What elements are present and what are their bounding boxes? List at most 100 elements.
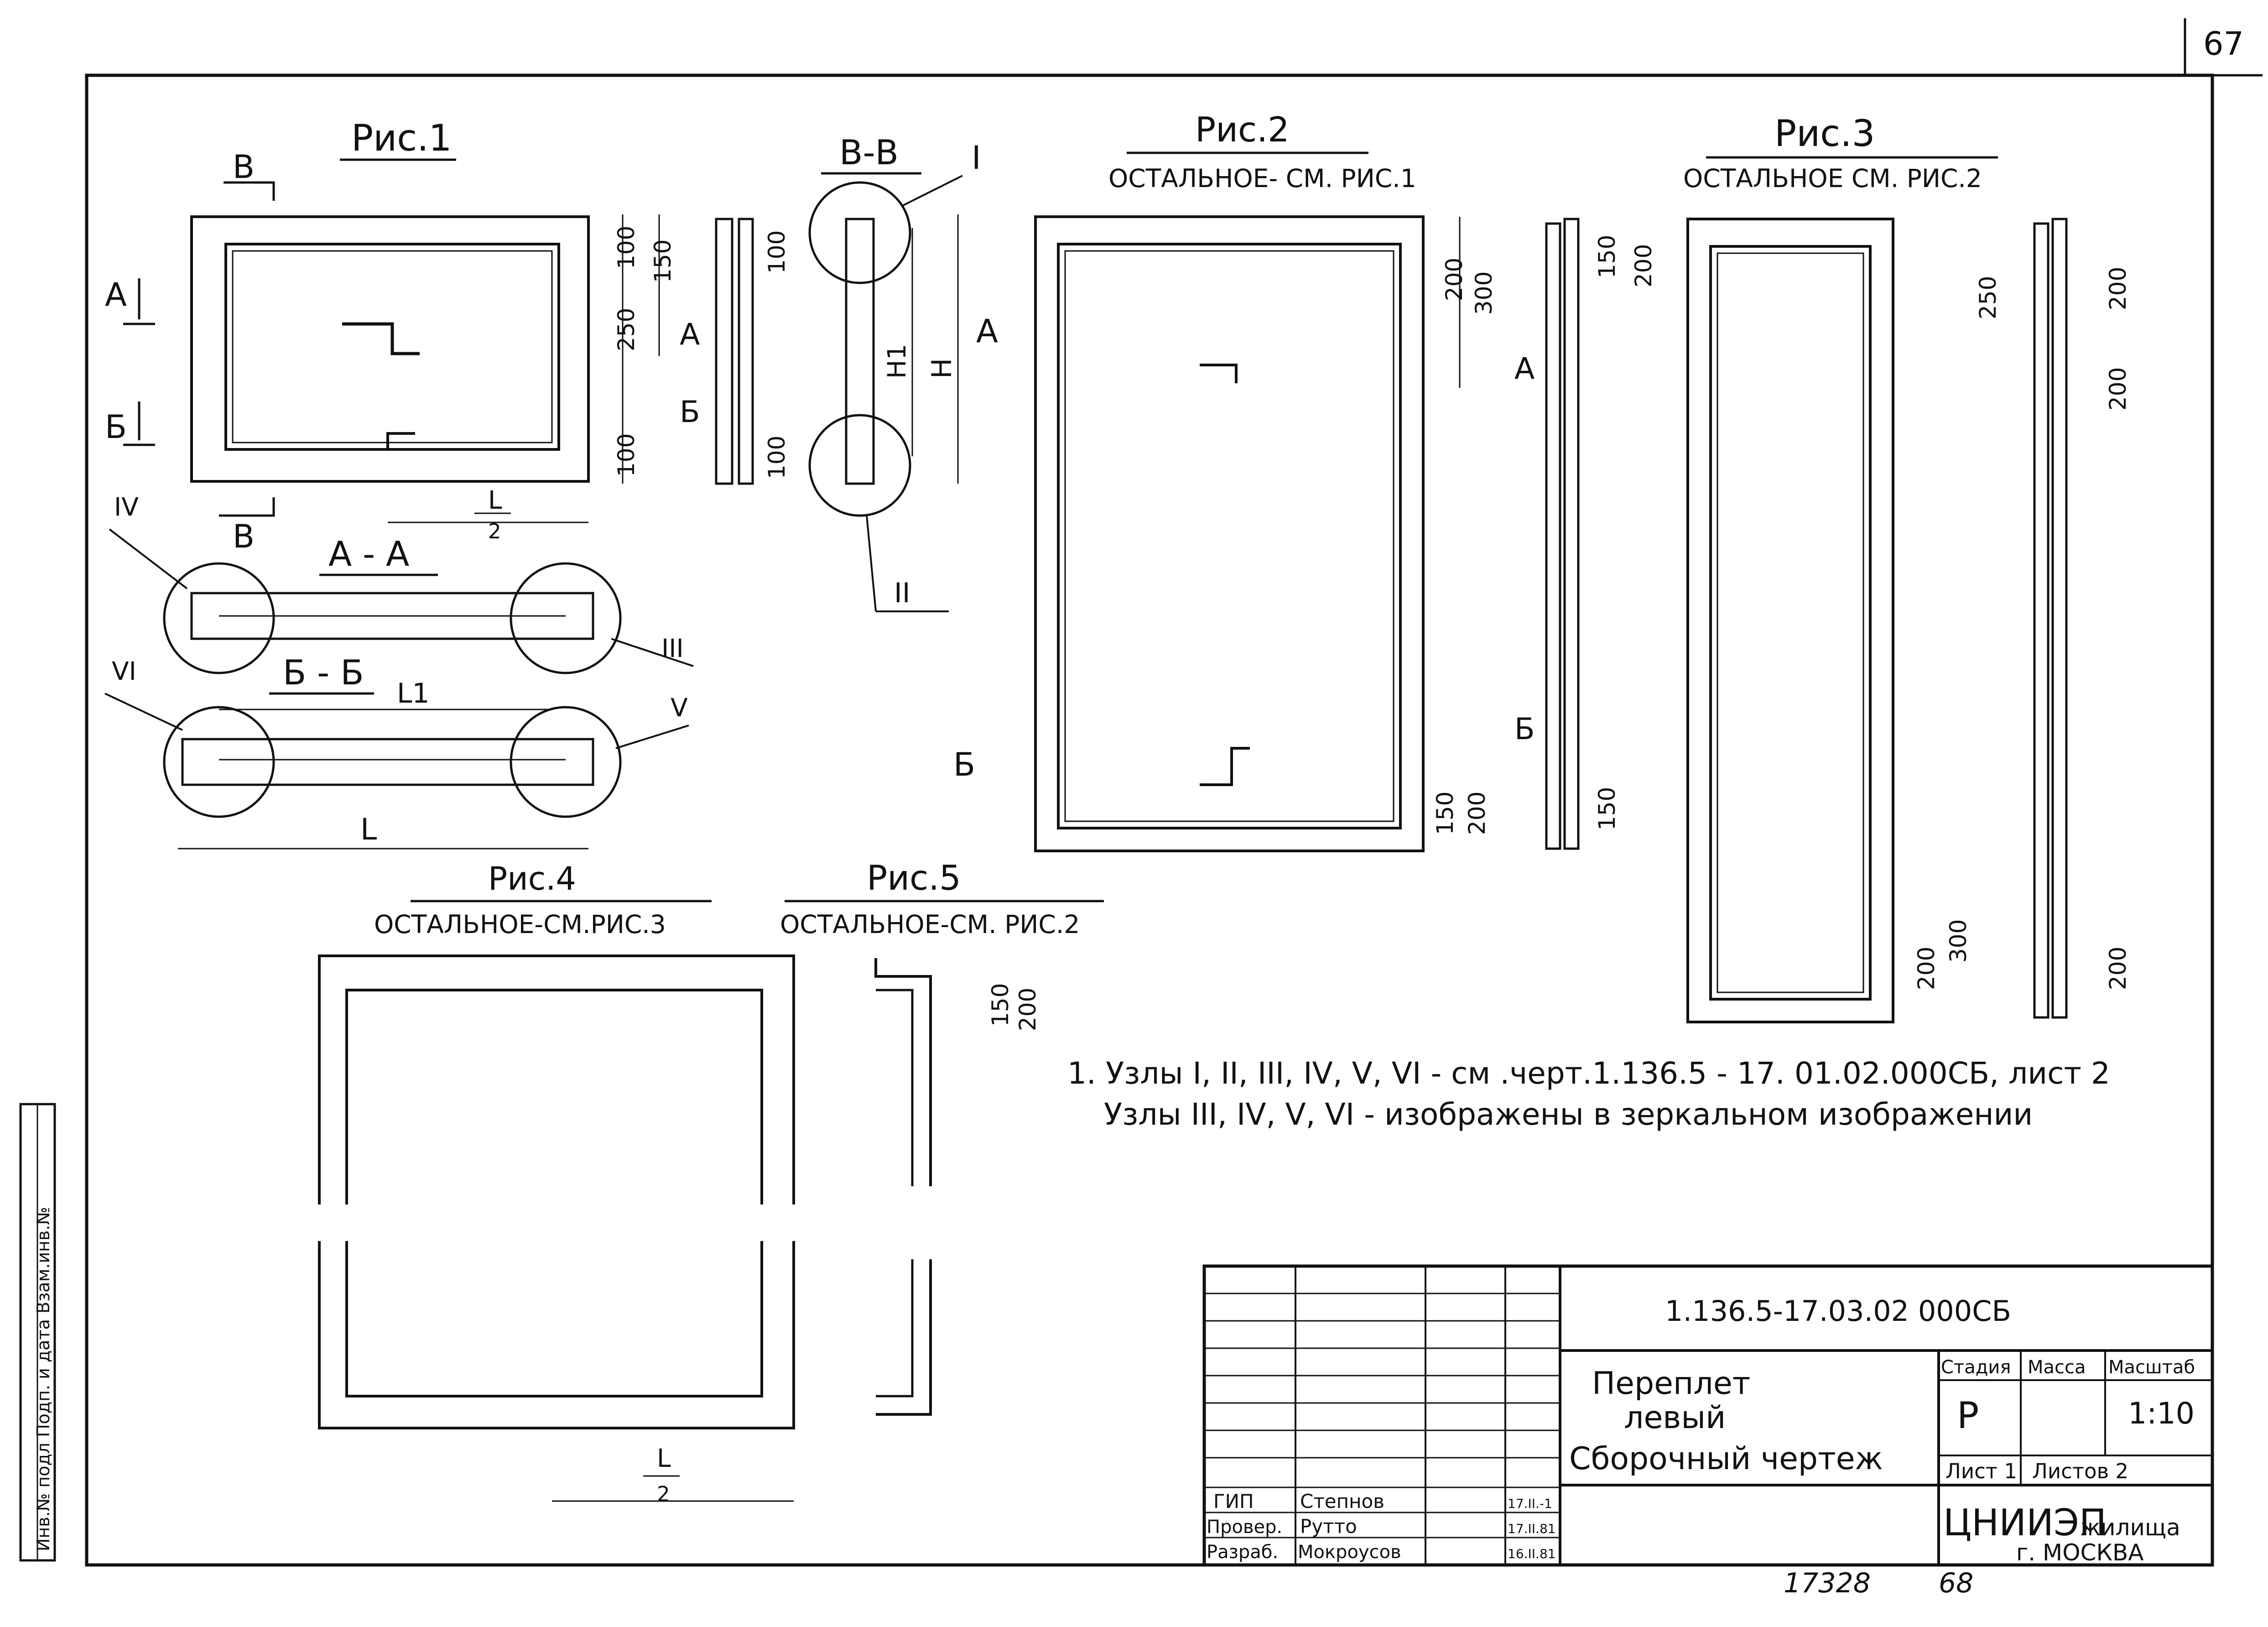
section-bb-profile — [181, 738, 594, 786]
fig2-cut-b: Б — [953, 746, 975, 783]
note-line-1: 1. Узлы I, II, III, IV, V, VI - см .черт… — [1067, 1056, 2110, 1091]
figure-5: Рис.5 ОСТАЛЬНОЕ-СМ. РИС.2 150 200 — [780, 858, 1104, 1416]
fig2-dim-200-top: 200 — [1441, 258, 1467, 301]
tb-org-name: ЦНИИЭП — [1943, 1502, 2107, 1544]
section-vv-profile — [845, 218, 875, 485]
figure-3-profile: 250 200 200 200 — [1975, 218, 2131, 1019]
tb-name-2: Рутто — [1300, 1515, 1357, 1538]
figure-1-profile: 100 100 — [715, 218, 790, 485]
tb-title-3: Сборочный чертеж — [1569, 1441, 1883, 1477]
fig1-profile-inner — [738, 218, 754, 485]
fig1-opening-mark — [342, 322, 420, 355]
fig2-section-a-mark: А — [1514, 352, 1535, 386]
fig2-profile-dim-150-bottom: 150 — [1594, 787, 1620, 830]
node-III-leader — [611, 638, 694, 667]
side-stamp-text: Инв.№ подл Подп. и дата Взам.инв.№ — [33, 1207, 53, 1551]
fig4-frame-inner-bottom — [345, 1241, 763, 1398]
section-bb-dim-l1-label: L1 — [397, 678, 430, 709]
node-III-label: III — [661, 634, 684, 663]
fig3-profile-inner — [2051, 218, 2068, 1019]
fig2-profile-dim-200: 200 — [1630, 244, 1657, 287]
fig1-dim-100-top: 100 — [613, 226, 640, 269]
section-aa-node-left — [163, 562, 275, 674]
fig1-glass-line — [232, 250, 553, 443]
fig2-opening-mark-bottom — [1200, 747, 1250, 786]
fig5-profile-top-inner — [876, 989, 914, 1186]
tb-org-suffix: жилища — [2080, 1514, 2180, 1541]
fig3-profile-outer — [2033, 222, 2050, 1019]
fig2-profile-dim-150: 150 — [1594, 235, 1620, 278]
fig2-dim-300: 300 — [1471, 271, 1497, 315]
tb-col-mass: Масса — [2028, 1357, 2086, 1378]
fig1-dim-100-bottom: 100 — [613, 433, 640, 477]
section-aa-profile — [190, 592, 594, 640]
fig1-half-width-num: L — [488, 485, 502, 515]
tb-date-2: 17.II.81 — [1508, 1521, 1556, 1536]
fig1-cut-v-bottom: В — [233, 518, 255, 555]
fig1-dim-250: 250 — [613, 308, 640, 351]
node-II-leader — [866, 515, 877, 612]
section-bb-title: Б - Б — [283, 652, 364, 693]
fig1-cut-v-top-mark — [224, 181, 275, 201]
fig2-dim-150-bottom: 150 — [1432, 792, 1458, 835]
tb-name-3: Мокроусов — [1298, 1542, 1401, 1563]
fig2-title: Рис.2 — [1195, 110, 1290, 150]
fig3-profile-dim-200-a: 200 — [2105, 267, 2131, 310]
fig3-dim-200: 200 — [1913, 947, 1940, 990]
tb-role-1: ГИП — [1213, 1490, 1254, 1512]
fig3-dim-300: 300 — [1945, 919, 1971, 963]
section-vv: В-В H H1 I II — [808, 132, 981, 612]
section-bb: Б - Б L1 L VI V — [104, 652, 689, 850]
fig4-half-width-den: 2 — [657, 1482, 670, 1506]
tb-date-1: 17.II.-1 — [1508, 1496, 1552, 1511]
tb-name-1: Степнов — [1300, 1490, 1384, 1512]
section-bb-dim-l-label: L — [360, 813, 377, 847]
fig5-profile-top — [874, 958, 932, 1186]
section-vv-dim-h1-label: H1 — [882, 344, 911, 379]
fig1-cut-v-bottom-mark — [219, 497, 275, 517]
fig1-cut-v-top: В — [233, 148, 255, 186]
tb-date-3: 16.II.81 — [1508, 1546, 1556, 1561]
tb-title-2: левый — [1624, 1400, 1726, 1436]
fig5-dim-200: 200 — [1014, 988, 1041, 1031]
node-IV-label: IV — [114, 492, 139, 521]
section-aa-node-right — [510, 562, 622, 674]
tb-sheet: Лист 1 — [1945, 1459, 2017, 1483]
fig5-title: Рис.5 — [867, 858, 961, 898]
fig1-frame-outer — [190, 215, 590, 483]
fig3-profile-dim-200-b: 200 — [2105, 367, 2131, 411]
fig4-frame-inner-top — [345, 989, 763, 1205]
fig3-profile-dim-250: 250 — [1975, 276, 2001, 319]
tb-role-3: Разраб. — [1207, 1542, 1278, 1563]
fig3-frame-inner — [1709, 245, 1872, 1001]
fig5-profile-bottom — [876, 1259, 932, 1416]
title-block-frame — [1202, 1264, 2214, 1567]
figure-2-profile: 150 200 150 — [1545, 218, 1657, 850]
note-line-2: Узлы III, IV, V, VI - изображены в зерка… — [1104, 1097, 2033, 1132]
footer-number-right: 68 — [1939, 1567, 1973, 1599]
tb-sheets: Листов 2 — [2032, 1459, 2128, 1483]
fig3-profile-dim-200-c: 200 — [2105, 947, 2131, 990]
node-V-leader — [615, 725, 689, 749]
fig1-section-a-mark: А — [680, 318, 700, 352]
sheet-frame — [85, 73, 2214, 1567]
fig2-cut-a: А — [976, 313, 998, 350]
fig1-profile-dim-100-bottom: 100 — [764, 436, 790, 479]
notes: 1. Узлы I, II, III, IV, V, VI - см .черт… — [1067, 1056, 2110, 1132]
fig1-frame-inner — [224, 243, 560, 451]
node-II-label: II — [894, 577, 910, 609]
fig4-half-width-num: L — [657, 1444, 671, 1473]
node-I-leader — [903, 175, 963, 206]
section-bb-node-left — [163, 706, 275, 818]
figure-3: Рис.3 ОСТАЛЬНОЕ СМ. РИС.2 300 200 — [1683, 112, 1998, 1023]
fig1-profile-outer — [715, 218, 733, 485]
section-bb-node-right — [510, 706, 622, 818]
fig2-profile-outer — [1545, 222, 1561, 850]
fig2-dim-200-bottom: 200 — [1464, 792, 1490, 835]
tb-stage: Р — [1957, 1394, 1979, 1437]
section-aa-title: А - А — [328, 534, 409, 574]
fig1-profile-dim-100-top: 100 — [764, 230, 790, 274]
fig1-hinge-mark — [360, 432, 415, 451]
fig4-subtitle: ОСТАЛЬНОЕ-СМ.РИС.3 — [374, 910, 666, 939]
